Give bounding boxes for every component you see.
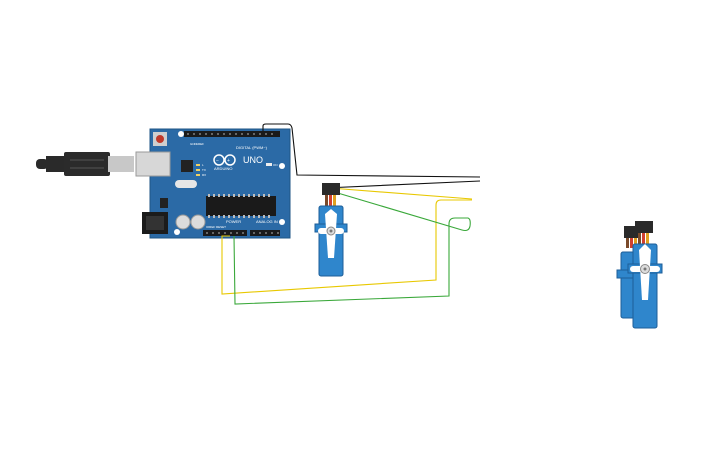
capacitor	[190, 214, 206, 230]
usb-strain-relief	[46, 156, 66, 172]
gnd-label: GND	[190, 142, 198, 146]
usb-metal-shell	[108, 156, 134, 172]
rx-led	[196, 174, 200, 176]
wire-black[interactable]	[262, 123, 481, 189]
svg-text:−: −	[216, 158, 219, 164]
usb-cable[interactable]	[36, 152, 134, 176]
regulator	[160, 198, 168, 208]
wires	[221, 123, 481, 305]
on-led	[266, 163, 272, 166]
tx-label: TX	[202, 168, 206, 172]
arduino-uno-board[interactable]: DIGITAL (PWM~) AREF GND − + ARDUINO UNO …	[135, 128, 291, 239]
aref-label: AREF	[196, 142, 204, 146]
servo-3[interactable]	[627, 221, 663, 329]
capacitor	[175, 214, 191, 230]
wire-yellow[interactable]	[221, 187, 473, 295]
tx-led	[196, 169, 200, 171]
crystal	[175, 180, 197, 188]
usb-b-jack	[135, 151, 171, 177]
arduino-logo: − +	[213, 154, 236, 166]
servo-1[interactable]	[314, 183, 348, 277]
power-label: POWER	[226, 219, 241, 224]
usb-chip	[181, 160, 193, 172]
reset-button-cap[interactable]	[156, 135, 164, 143]
mount-hole	[279, 219, 285, 225]
servo-connector	[635, 221, 653, 233]
analog-label: ANALOG IN	[256, 219, 278, 224]
servo-connector	[322, 183, 340, 195]
atmega-chip	[206, 196, 276, 216]
svg-text:+: +	[227, 158, 230, 164]
reset-pin-label: RESET	[216, 225, 226, 229]
usb-plug-tip	[36, 159, 48, 169]
ioref-label: IOREF	[206, 225, 215, 229]
on-label: ON	[273, 163, 278, 167]
usb-connector-housing	[64, 152, 110, 176]
model-text: UNO	[243, 155, 263, 165]
mount-hole	[178, 131, 184, 137]
l-led	[196, 164, 200, 166]
wire-green[interactable]	[233, 190, 471, 305]
rx-label: RX	[202, 173, 206, 177]
l-label: L	[202, 163, 204, 167]
mount-hole	[174, 229, 180, 235]
digital-header[interactable]	[184, 131, 280, 137]
digital-header-label: DIGITAL (PWM~)	[236, 145, 268, 150]
mount-hole	[279, 163, 285, 169]
brand-text: ARDUINO	[214, 166, 232, 171]
